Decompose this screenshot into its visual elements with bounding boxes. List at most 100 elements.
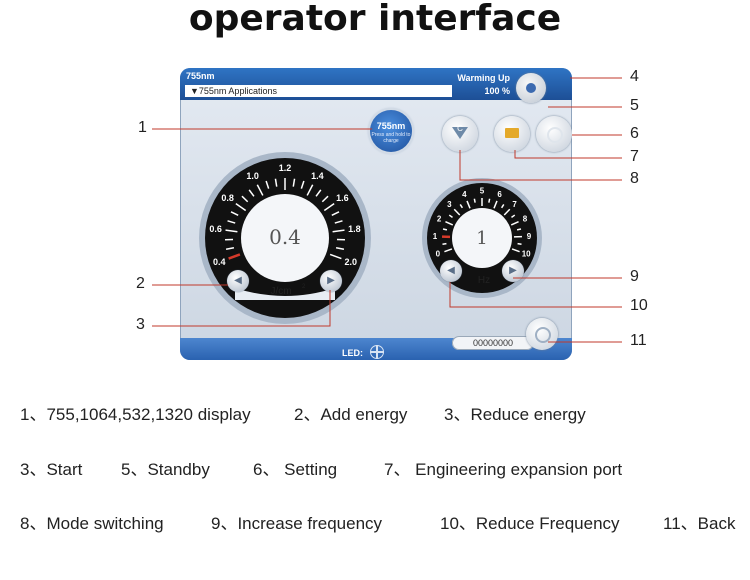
back-button[interactable]: [526, 318, 558, 350]
dials-svg: 0.40.60.81.01.21.41.61.82.0 0.4 J/cm 2 0…: [199, 152, 542, 324]
frequency-tick-label: 4: [462, 190, 467, 199]
callout-5: 5: [630, 97, 639, 114]
callout-10: 10: [630, 297, 648, 314]
legend-10: 10、Reduce Frequency: [440, 514, 620, 533]
frequency-tick-label: 10: [522, 250, 531, 259]
frequency-tick: [511, 248, 520, 253]
energy-unit-sup: 2: [302, 284, 306, 290]
energy-tick: [323, 202, 335, 212]
applications-dropdown[interactable]: ▼755nm Applications: [185, 85, 452, 97]
frequency-tick: [517, 242, 522, 245]
frequency-tick-label: 0: [436, 250, 441, 259]
frequency-tick: [444, 248, 453, 253]
legend-5: 5、Standby: [121, 460, 210, 479]
callout-4: 4: [630, 68, 639, 85]
frequency-tick-label: 3: [447, 200, 452, 209]
wavelength-button[interactable]: 755nm Press and hold to charge: [370, 110, 412, 152]
folder-icon: [505, 128, 519, 138]
page-title: operator interface: [188, 0, 562, 39]
frequency-tick: [466, 200, 471, 209]
setting-button[interactable]: [536, 116, 572, 152]
energy-tick: [241, 195, 249, 203]
energy-tick-label: 1.6: [336, 193, 349, 203]
mode-letter: C: [457, 124, 463, 133]
engineering-port-button[interactable]: [494, 116, 530, 152]
device-screen: 755nm ▼755nm Applications Warming Up 100…: [180, 68, 572, 360]
frequency-tick: [448, 214, 453, 218]
frequency-dial-center: [452, 208, 512, 268]
energy-tick-labels: 0.40.60.81.01.21.41.61.82.0: [209, 163, 360, 267]
frequency-tick: [459, 204, 464, 209]
energy-tick: [332, 229, 345, 233]
standby-button[interactable]: [516, 73, 546, 103]
energy-dial-center: [241, 194, 329, 282]
callout-9: 9: [630, 268, 639, 285]
wavelength-hint: Press and hold to charge: [371, 132, 411, 144]
arrow-left-icon: ◀: [234, 275, 242, 286]
energy-tick-label: 1.8: [348, 224, 361, 234]
energy-tick: [315, 189, 322, 197]
legend-2: 2、Add energy: [294, 405, 408, 424]
energy-tick: [306, 184, 314, 196]
frequency-tick: [473, 198, 476, 203]
frequency-tick: [442, 228, 448, 231]
arrow-right-icon: ▶: [327, 275, 335, 286]
energy-tick-label: 1.0: [246, 171, 259, 181]
frequency-tick-label: 6: [497, 190, 502, 199]
frequency-tick-label: 5: [480, 187, 485, 196]
energy-tick: [225, 247, 235, 251]
frequency-tick: [500, 204, 505, 209]
energy-tick: [256, 184, 264, 196]
callout-2: 2: [136, 275, 145, 292]
energy-tick: [235, 202, 247, 212]
energy-tick: [230, 211, 239, 217]
shot-counter: 00000000: [452, 336, 534, 350]
energy-tick-label: 1.2: [279, 163, 292, 173]
callout-8: 8: [630, 170, 639, 187]
frequency-tick: [493, 200, 498, 209]
power-icon: [526, 83, 536, 93]
legend-8: 8、Mode switching: [20, 514, 164, 533]
frequency-tick-label: 7: [512, 200, 517, 209]
energy-unit: J/cm: [270, 286, 291, 297]
frequency-tick: [503, 208, 511, 216]
wavelength-label: 755nm: [376, 121, 406, 131]
callout-1: 1: [138, 119, 147, 136]
legend-11: 11、Back: [663, 514, 736, 533]
arrow-right-icon: ▶: [509, 265, 517, 276]
frequency-tick-label: 1: [433, 232, 438, 241]
back-icon: [535, 327, 551, 343]
frequency-increase-button[interactable]: ▶: [502, 260, 524, 282]
energy-ticks: [225, 178, 345, 260]
mode-triangle-icon: [452, 127, 468, 139]
model-label: 755nm: [186, 71, 215, 81]
energy-value: 0.4: [269, 225, 301, 249]
led-crosshair-icon: [370, 345, 384, 359]
energy-tick: [227, 220, 236, 224]
energy-decrease-button[interactable]: ◀: [227, 270, 249, 292]
frequency-tick: [511, 214, 516, 218]
status-title: Warming Up: [457, 73, 510, 83]
frequency-value: 1: [476, 228, 487, 249]
legend-1: 1、755,1064,532,1320 display: [20, 405, 251, 424]
legend-7: 7、 Engineering expansion port: [384, 460, 623, 479]
arrow-left-icon: ◀: [447, 265, 455, 276]
frequency-tick-label: 9: [527, 232, 532, 241]
callout-6: 6: [630, 125, 639, 142]
energy-tick-label: 0.6: [209, 224, 222, 234]
led-label: LED:: [342, 348, 363, 358]
energy-tick-label: 0.4: [213, 257, 226, 267]
callout-3: 3: [136, 316, 145, 333]
energy-tick-label: 0.8: [221, 193, 234, 203]
frequency-tick: [442, 242, 447, 245]
energy-increase-button[interactable]: ▶: [320, 270, 342, 292]
energy-tick: [335, 247, 345, 251]
mode-switch-button[interactable]: C: [442, 116, 478, 152]
energy-tick: [292, 178, 296, 187]
energy-tick-label: 1.4: [311, 171, 324, 181]
frequency-tick: [516, 228, 522, 231]
frequency-decrease-button[interactable]: ◀: [440, 260, 462, 282]
frequency-tick: [510, 221, 519, 226]
frequency-tick: [453, 208, 461, 216]
